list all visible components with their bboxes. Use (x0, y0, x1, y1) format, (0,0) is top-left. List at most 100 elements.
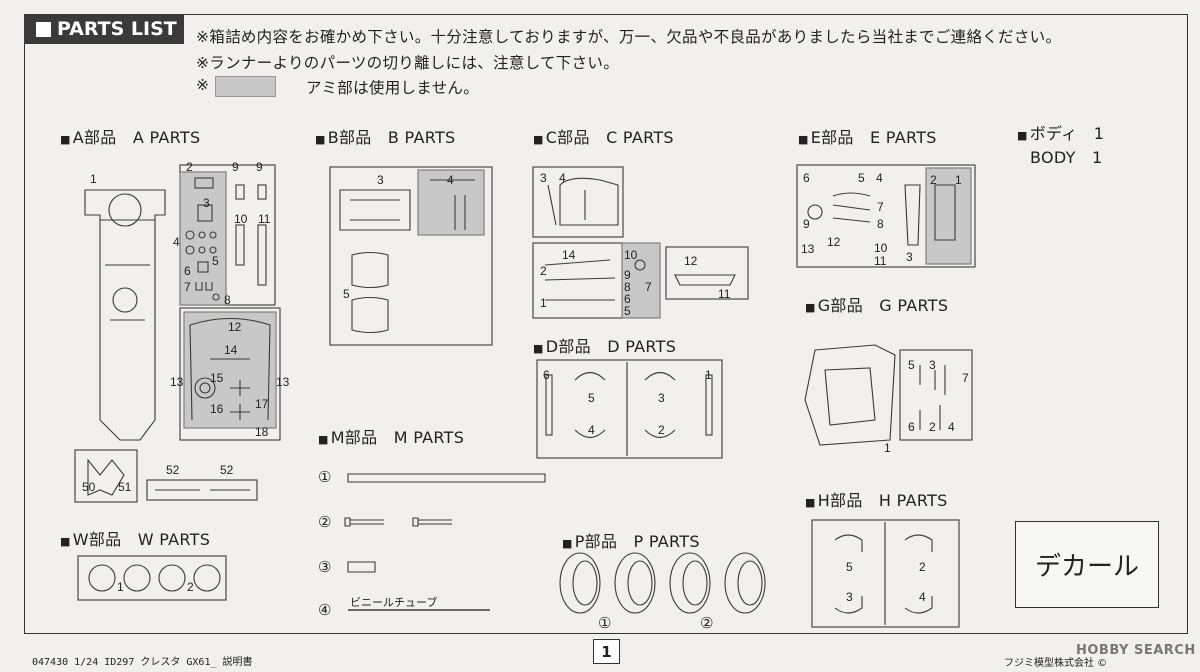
part-number-c: 14 (562, 248, 576, 262)
part-number-w: 2 (187, 580, 194, 594)
part-number-e: 5 (858, 171, 865, 185)
note-mark: ※ (196, 76, 210, 94)
parts-list-frame (24, 14, 1188, 634)
runner-b (329, 166, 493, 346)
part-number-g: 2 (929, 420, 936, 434)
part-number-a: 17 (255, 397, 269, 411)
page-number: 1 (593, 639, 620, 664)
part-number-a: 14 (224, 343, 238, 357)
part-number-g: 1 (884, 441, 891, 455)
watermark: HOBBY SEARCH (1076, 643, 1196, 658)
part-number-a: 13 (170, 375, 184, 389)
p-part-2-number: ② (700, 614, 714, 632)
part-number-c: 3 (540, 171, 547, 185)
runner-e (796, 164, 976, 268)
part-number-e: 13 (801, 242, 815, 256)
part-number-a: 6 (184, 264, 191, 278)
note-cutting-parts: ※ランナーよりのパーツの切り離しには、注意して下さい。 (196, 54, 620, 72)
section-title-a: ■A部品 A PARTS (60, 128, 201, 147)
part-number-a: 52 (166, 463, 180, 477)
part-number-h: 4 (919, 590, 926, 604)
part-number-w: 1 (117, 580, 124, 594)
part-number-e: 4 (876, 171, 883, 185)
section-title-w: ■W部品 W PARTS (60, 530, 211, 549)
mesh-sample-swatch (215, 76, 276, 97)
part-number-d: 3 (658, 391, 665, 405)
part-number-g: 6 (908, 420, 915, 434)
part-number-e: 9 (803, 217, 810, 231)
part-number-d: 5 (588, 391, 595, 405)
part-number-d: 2 (658, 423, 665, 437)
part-number-g: 5 (908, 358, 915, 372)
section-title-body: ■ボディ 1 (1017, 124, 1105, 143)
part-number-c: 2 (540, 264, 547, 278)
part-number-h: 3 (846, 590, 853, 604)
runner-g (804, 344, 973, 446)
section-title-d: ■D部品 D PARTS (533, 337, 677, 356)
parts-list-title: PARTS LIST (57, 18, 177, 40)
part-number-e: 7 (877, 200, 884, 214)
part-number-h: 2 (919, 560, 926, 574)
part-number-a: 4 (173, 235, 180, 249)
part-number-a: 18 (255, 425, 269, 439)
parts-list-header: PARTS LIST (24, 14, 184, 44)
part-number-a: 1 (90, 172, 97, 186)
vinyl-tube-label: ビニールチューブ (350, 596, 438, 609)
section-title-e: ■E部品 E PARTS (798, 128, 937, 147)
part-number-a: 11 (258, 212, 271, 226)
section-title-g: ■G部品 G PARTS (805, 296, 949, 315)
part-number-b: 5 (343, 287, 350, 301)
section-title-p: ■P部品 P PARTS (562, 532, 700, 551)
part-number-d: 1 (705, 368, 712, 382)
part-number-a: 12 (228, 320, 242, 334)
part-number-a: 5 (212, 254, 219, 268)
runner-m (344, 473, 546, 611)
runner-w (77, 555, 227, 601)
m-part-2-number: ② (318, 513, 332, 531)
part-number-b: 4 (447, 173, 454, 187)
part-number-a: 52 (220, 463, 234, 477)
part-number-a: 13 (276, 375, 290, 389)
part-number-e: 2 (930, 173, 937, 187)
part-number-c: 12 (684, 254, 698, 268)
runner-d (536, 359, 723, 459)
section-title-m: ■M部品 M PARTS (318, 428, 465, 447)
part-number-c: 9 (624, 268, 631, 282)
section-title-h: ■H部品 H PARTS (805, 491, 948, 510)
part-number-a: 51 (118, 480, 132, 494)
part-number-c: 1 (540, 296, 547, 310)
part-number-g: 3 (929, 358, 936, 372)
part-number-e: 12 (827, 235, 841, 249)
part-number-c: 10 (624, 248, 638, 262)
part-number-c: 7 (645, 280, 652, 294)
decal-box: デカール (1015, 521, 1159, 608)
part-number-e: 3 (906, 250, 913, 264)
section-title-c: ■C部品 C PARTS (533, 128, 674, 147)
part-number-a: 10 (234, 212, 248, 226)
part-number-a: 9 (232, 160, 239, 174)
part-number-g: 4 (948, 420, 955, 434)
part-number-g: 7 (962, 371, 969, 385)
part-number-a: 7 (184, 280, 191, 294)
runner-a (74, 164, 281, 503)
footer-product-code: 047430 1/24 ID297 クレスタ GX61_ 説明書 (32, 657, 253, 668)
part-number-a: 3 (203, 196, 210, 210)
part-number-c: 4 (559, 171, 566, 185)
m-part-1-number: ① (318, 468, 332, 486)
section-title-body-en: BODY 1 (1030, 148, 1103, 167)
part-number-e: 11 (874, 254, 887, 268)
part-number-a: 15 (210, 371, 224, 385)
part-number-e: 8 (877, 217, 884, 231)
part-number-c: 11 (718, 287, 731, 301)
part-number-a: 8 (224, 293, 231, 307)
part-number-d: 4 (588, 423, 595, 437)
square-bullet-icon (36, 21, 51, 37)
part-number-a: 50 (82, 480, 96, 494)
part-number-a: 9 (256, 160, 263, 174)
runner-c (532, 166, 749, 319)
note-mesh-unused: アミ部は使用しません。 (306, 79, 480, 97)
part-number-c: 6 (624, 292, 631, 306)
part-number-b: 3 (377, 173, 384, 187)
m-part-3-number: ③ (318, 558, 332, 576)
